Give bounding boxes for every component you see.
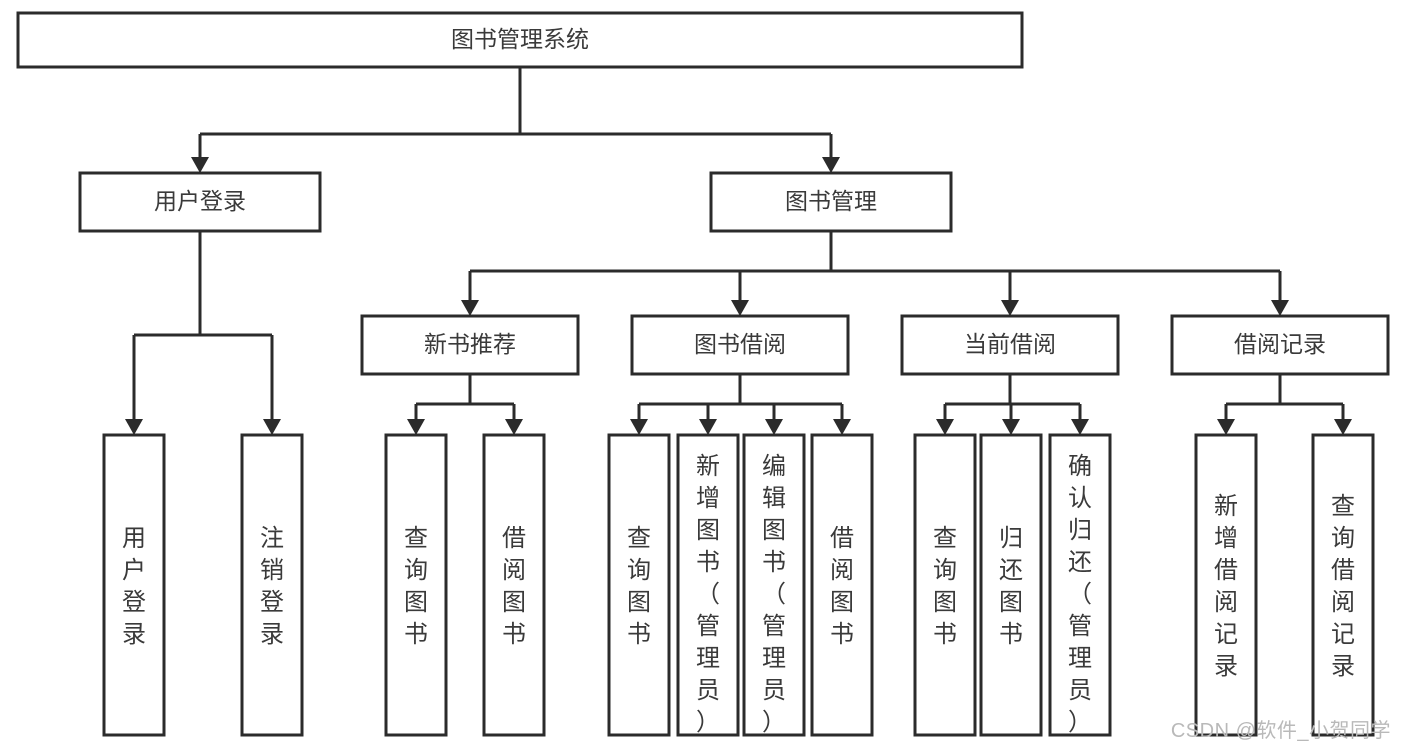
node-box[interactable] — [360, 314, 580, 376]
node-box[interactable] — [16, 11, 1024, 69]
node-leaf[interactable]: 查询图书 — [384, 433, 448, 737]
node-label: 新增借阅记录 — [1214, 493, 1238, 680]
node-leaf[interactable]: 新增借阅记录 — [1194, 433, 1258, 737]
node-leaf[interactable]: 借阅图书 — [482, 433, 546, 737]
arrow-head-icon — [1002, 419, 1020, 435]
node-root[interactable]: 图书管理系统 — [16, 11, 1024, 69]
node-box[interactable] — [979, 433, 1043, 737]
node-label: 新增图书（管理员） — [696, 453, 720, 736]
node-box[interactable] — [676, 433, 740, 737]
node-level3[interactable]: 图书借阅 — [630, 314, 850, 376]
connectors-layer — [125, 67, 1352, 435]
node-box[interactable] — [482, 433, 546, 737]
node-label: 查询图书 — [404, 525, 428, 648]
node-label: 查询借阅记录 — [1331, 493, 1355, 680]
node-box[interactable] — [1194, 433, 1258, 737]
node-label: 查询图书 — [627, 525, 651, 648]
arrow-head-icon — [822, 157, 840, 173]
node-label: 编辑图书（管理员） — [762, 453, 786, 736]
node-level2[interactable]: 用户登录 — [78, 171, 322, 233]
node-label: 当前借阅 — [964, 331, 1056, 357]
node-label: 用户登录 — [122, 525, 146, 648]
node-label: 确认归还（管理员） — [1068, 453, 1092, 736]
arrow-head-icon — [407, 419, 425, 435]
arrow-head-icon — [1217, 419, 1235, 435]
node-label: 借阅图书 — [830, 525, 854, 648]
arrow-head-icon — [833, 419, 851, 435]
nodes-layer: 图书管理系统用户登录图书管理新书推荐图书借阅当前借阅借阅记录用户登录注销登录查询… — [16, 11, 1390, 737]
arrow-head-icon — [630, 419, 648, 435]
arrow-head-icon — [263, 419, 281, 435]
node-level3[interactable]: 借阅记录 — [1170, 314, 1390, 376]
node-leaf[interactable]: 查询图书 — [913, 433, 977, 737]
node-box[interactable] — [384, 433, 448, 737]
node-leaf[interactable]: 归还图书 — [979, 433, 1043, 737]
watermark-label: CSDN @软件_小贺同学 — [1170, 720, 1391, 742]
node-leaf[interactable]: 借阅图书 — [810, 433, 874, 737]
arrow-head-icon — [731, 300, 749, 316]
node-box[interactable] — [742, 433, 806, 737]
node-label: 新书推荐 — [424, 331, 516, 357]
node-label: 查询图书 — [933, 525, 957, 648]
node-box[interactable] — [630, 314, 850, 376]
node-leaf[interactable]: 查询借阅记录 — [1311, 433, 1375, 737]
arrow-head-icon — [461, 300, 479, 316]
node-box[interactable] — [1170, 314, 1390, 376]
node-label: 借阅记录 — [1234, 331, 1326, 357]
node-label: 图书借阅 — [694, 331, 786, 357]
arrow-head-icon — [765, 419, 783, 435]
node-box[interactable] — [900, 314, 1120, 376]
node-leaf[interactable]: 新增图书（管理员） — [676, 433, 740, 737]
node-box[interactable] — [78, 171, 322, 233]
node-level3[interactable]: 当前借阅 — [900, 314, 1120, 376]
arrow-head-icon — [699, 419, 717, 435]
node-level3[interactable]: 新书推荐 — [360, 314, 580, 376]
arrow-head-icon — [125, 419, 143, 435]
arrow-head-icon — [191, 157, 209, 173]
arrow-head-icon — [505, 419, 523, 435]
node-leaf[interactable]: 确认归还（管理员） — [1048, 433, 1112, 737]
node-leaf[interactable]: 用户登录 — [102, 433, 166, 737]
node-box[interactable] — [709, 171, 953, 233]
arrow-head-icon — [1001, 300, 1019, 316]
node-box[interactable] — [810, 433, 874, 737]
node-box[interactable] — [1311, 433, 1375, 737]
node-leaf[interactable]: 注销登录 — [240, 433, 304, 737]
arrow-head-icon — [1071, 419, 1089, 435]
node-label: 归还图书 — [999, 525, 1023, 648]
node-label: 借阅图书 — [502, 525, 526, 648]
node-box[interactable] — [240, 433, 304, 737]
node-leaf[interactable]: 编辑图书（管理员） — [742, 433, 806, 737]
node-box[interactable] — [1048, 433, 1112, 737]
node-label: 注销登录 — [260, 525, 284, 648]
node-label: 用户登录 — [154, 188, 246, 214]
arrow-head-icon — [936, 419, 954, 435]
node-leaf[interactable]: 查询图书 — [607, 433, 671, 737]
arrow-head-icon — [1271, 300, 1289, 316]
node-box[interactable] — [607, 433, 671, 737]
node-box[interactable] — [913, 433, 977, 737]
node-level2[interactable]: 图书管理 — [709, 171, 953, 233]
node-label: 图书管理 — [785, 188, 877, 214]
arrow-head-icon — [1334, 419, 1352, 435]
node-box[interactable] — [102, 433, 166, 737]
node-label: 图书管理系统 — [451, 26, 589, 52]
